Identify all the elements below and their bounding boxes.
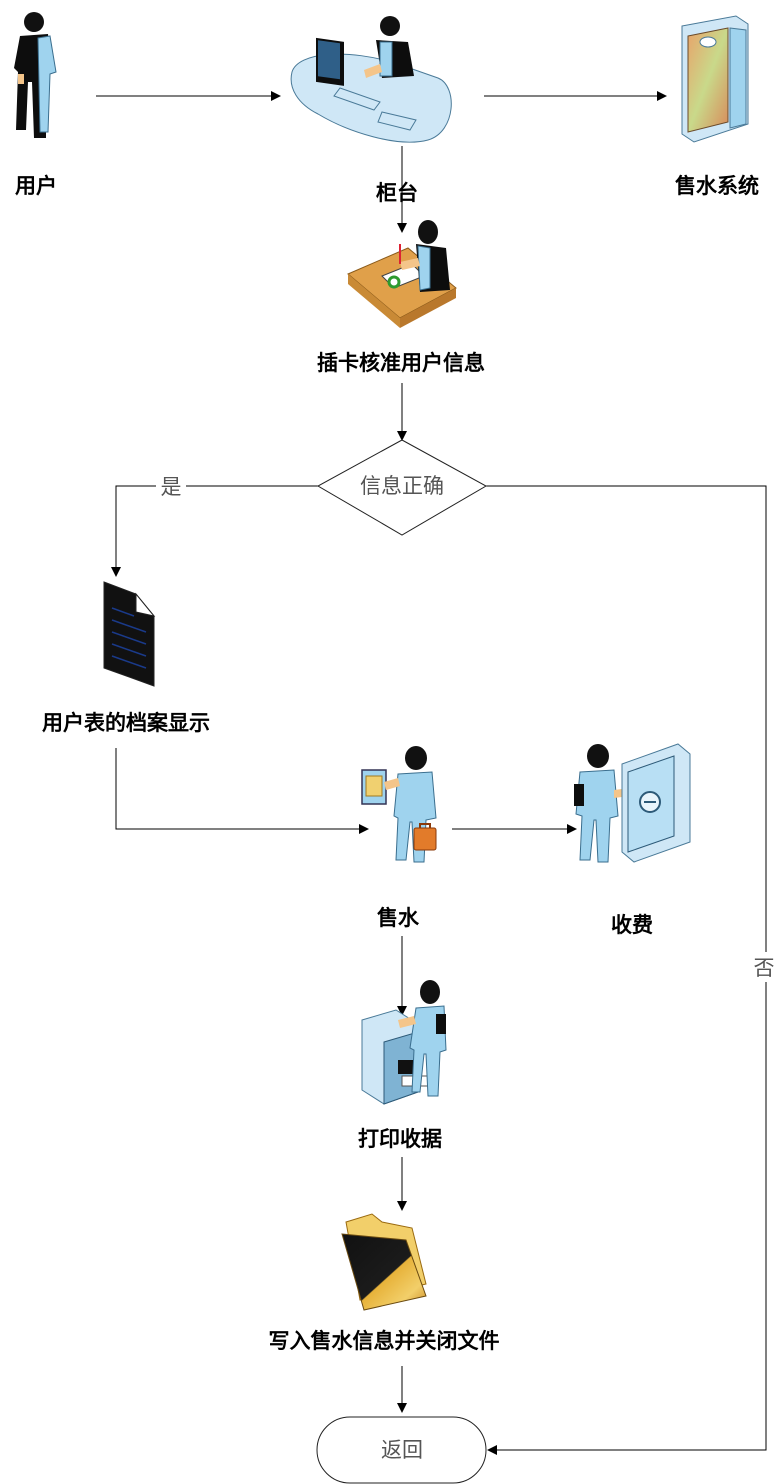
card-verify-label: 插卡核准用户信息 bbox=[317, 351, 485, 375]
sell-water-label: 售水 bbox=[377, 906, 420, 930]
folder-icon bbox=[341, 1213, 427, 1311]
decision-diamond bbox=[316, 439, 488, 536]
edge-file-sell bbox=[115, 748, 369, 834]
person-with-briefcase-icon bbox=[361, 746, 437, 863]
workstation-desk-icon bbox=[290, 16, 452, 143]
write-close-label: 写入售水信息并关闭文件 bbox=[269, 1329, 500, 1353]
person-at-printer-icon bbox=[361, 980, 447, 1105]
edge-decision-no bbox=[486, 485, 767, 1455]
user-label: 用户 bbox=[15, 174, 57, 198]
desk-clerk-icon bbox=[347, 220, 457, 328]
file-display-label: 用户表的档案显示 bbox=[42, 711, 210, 735]
return-label: 返回 bbox=[381, 1438, 423, 1462]
edge-label-yes: 是 bbox=[161, 475, 182, 499]
server-icon bbox=[681, 15, 749, 143]
return-terminal bbox=[316, 1416, 487, 1484]
print-receipt-label: 打印收据 bbox=[358, 1127, 442, 1151]
charge-label: 收费 bbox=[611, 913, 653, 937]
edge-label-no: 否 bbox=[754, 956, 775, 980]
document-icon bbox=[103, 581, 156, 687]
decision-label: 信息正确 bbox=[360, 474, 444, 498]
counter-label: 柜台 bbox=[376, 181, 418, 205]
person-icon bbox=[14, 12, 57, 138]
water-system-label: 售水系统 bbox=[675, 174, 759, 198]
edge-decision-yes bbox=[111, 485, 318, 577]
person-at-safe-icon bbox=[574, 743, 691, 863]
